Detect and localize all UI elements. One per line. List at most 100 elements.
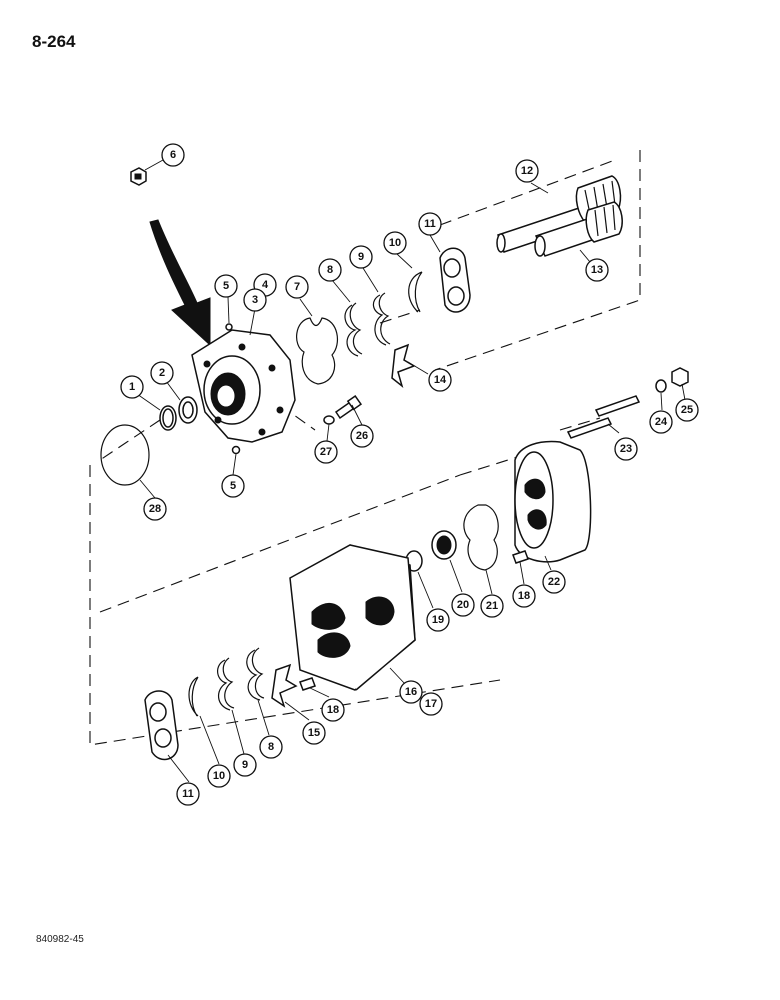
svg-text:13: 13 <box>591 264 603 276</box>
svg-text:12: 12 <box>521 165 533 177</box>
part-24-washer <box>655 379 667 393</box>
part-6-nut <box>130 167 147 186</box>
svg-text:23: 23 <box>620 443 632 455</box>
callout-18-upper: 18 <box>512 584 536 608</box>
callout-15: 15 <box>302 721 326 745</box>
part-26-bolt <box>334 394 363 420</box>
svg-text:25: 25 <box>681 404 693 416</box>
part-10-seal-upper <box>408 271 423 313</box>
callout-8-upper: 8 <box>318 258 342 282</box>
callout-24: 24 <box>649 410 673 434</box>
svg-text:8: 8 <box>327 264 333 276</box>
svg-text:22: 22 <box>548 576 560 588</box>
part-23-stud-upper <box>594 395 641 417</box>
part-28-o-ring <box>100 424 150 486</box>
part-13-driven-gear-shaft <box>534 201 623 257</box>
callout-23: 23 <box>614 437 638 461</box>
part-25-nut <box>671 367 689 387</box>
leader-lines <box>136 159 686 783</box>
svg-text:1: 1 <box>129 381 135 393</box>
svg-text:3: 3 <box>252 294 258 306</box>
svg-text:9: 9 <box>242 759 248 771</box>
svg-text:10: 10 <box>389 237 401 249</box>
part-11-wear-plate-lower <box>144 690 179 761</box>
callout-10-upper: 10 <box>383 231 407 255</box>
callout-9-upper: 9 <box>349 245 373 269</box>
callout-18-lower: 18 <box>321 698 345 722</box>
callout-22: 22 <box>542 570 566 594</box>
callout-14: 14 <box>428 368 452 392</box>
part-3-4-flange-housing <box>191 329 296 443</box>
svg-text:24: 24 <box>655 416 668 428</box>
svg-text:2: 2 <box>159 367 165 379</box>
page-number: 8-264 <box>32 32 76 51</box>
callout-16: 16 <box>399 680 423 704</box>
svg-text:5: 5 <box>230 480 236 492</box>
part-22-rear-cover <box>514 440 592 563</box>
svg-text:7: 7 <box>294 281 300 293</box>
callout-19: 19 <box>426 608 450 632</box>
callout-20: 20 <box>451 593 475 617</box>
part-1-snap-ring <box>159 405 177 431</box>
callout-10-lower: 10 <box>207 764 231 788</box>
callout-11-upper: 11 <box>418 212 442 236</box>
part-18-dowel-lower <box>299 677 316 691</box>
callout-28: 28 <box>143 497 167 521</box>
svg-text:28: 28 <box>149 503 161 515</box>
callout-5-lower: 5 <box>221 474 245 498</box>
svg-text:11: 11 <box>182 788 194 800</box>
part-8-seal-ring-upper <box>344 302 363 357</box>
callout-11-lower: 11 <box>176 782 200 806</box>
part-7-gasket-upper <box>296 317 339 385</box>
assembly-centerlines <box>89 150 641 746</box>
svg-text:18: 18 <box>518 590 530 602</box>
part-16-17-gear-housing <box>289 544 416 691</box>
callout-1: 1 <box>120 375 144 399</box>
callout-25: 25 <box>675 398 699 422</box>
callout-3: 3 <box>243 288 267 312</box>
callout-17: 17 <box>419 692 443 716</box>
svg-text:27: 27 <box>320 446 332 458</box>
callout-21: 21 <box>480 594 504 618</box>
part-11-wear-plate-upper <box>439 247 471 313</box>
part-18-dowel-upper <box>512 550 529 564</box>
svg-text:26: 26 <box>356 430 368 442</box>
svg-text:5: 5 <box>223 280 229 292</box>
part-23-stud-lower <box>566 417 613 439</box>
svg-text:16: 16 <box>405 686 417 698</box>
callout-7: 7 <box>285 275 309 299</box>
callout-26: 26 <box>350 424 374 448</box>
part-15-seal-lower <box>271 663 298 708</box>
part-27-washer <box>323 415 335 425</box>
part-20-bearing <box>431 530 457 560</box>
svg-text:6: 6 <box>170 149 176 161</box>
svg-text:10: 10 <box>213 770 225 782</box>
figure-code: 840982-45 <box>36 934 84 945</box>
svg-text:17: 17 <box>425 698 437 710</box>
svg-text:14: 14 <box>434 374 447 386</box>
part-5-plug-upper <box>225 323 233 331</box>
svg-text:18: 18 <box>327 704 339 716</box>
svg-text:19: 19 <box>432 614 444 626</box>
part-8-seal-ring-lower <box>246 647 265 701</box>
part-21-gasket <box>463 504 499 571</box>
svg-text:11: 11 <box>424 218 436 230</box>
svg-text:4: 4 <box>262 279 269 291</box>
part-5-plug-lower <box>231 445 241 455</box>
callout-5-upper: 5 <box>214 274 238 298</box>
part-2-seal <box>178 396 198 424</box>
part-9-backup-ring-upper <box>372 292 391 346</box>
svg-text:8: 8 <box>268 741 274 753</box>
callout-12: 12 <box>515 159 539 183</box>
svg-text:20: 20 <box>457 599 469 611</box>
callout-27: 27 <box>314 440 338 464</box>
svg-text:21: 21 <box>486 600 498 612</box>
callout-2: 2 <box>150 361 174 385</box>
direction-arrow <box>149 219 211 347</box>
part-14-seal-upper <box>391 343 416 389</box>
callout-6: 6 <box>161 143 185 167</box>
part-9-backup-ring-lower <box>217 657 235 711</box>
svg-text:9: 9 <box>358 251 364 263</box>
callout-8-lower: 8 <box>259 735 283 759</box>
